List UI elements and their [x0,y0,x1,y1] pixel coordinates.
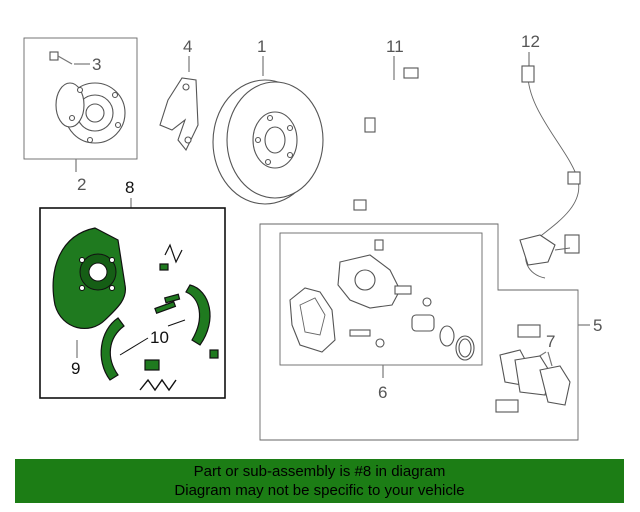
callout-3: 3 [92,55,101,74]
caliper-assembly-box [259,223,579,441]
hub-assembly[interactable] [23,37,138,160]
banner-line-1: Part or sub-assembly is #8 in diagram [193,463,446,480]
callout-1: 1 [257,37,266,56]
caliper[interactable] [289,239,475,361]
brake-pads[interactable] [495,324,571,413]
callout-9: 9 [71,359,80,378]
callout-6: 6 [378,383,387,402]
brake-hose[interactable] [353,67,419,211]
callout-10: 10 [150,328,169,347]
parts-diagram: 3 2 4 1 11 12 [23,32,602,441]
parking-brake-kit[interactable] [52,227,219,392]
info-banner: Part or sub-assembly is #8 in diagram Di… [15,459,624,503]
banner-line-2: Diagram may not be specific to your vehi… [174,482,465,499]
callout-5: 5 [593,316,602,335]
parking-brake-kit-box [39,207,226,399]
callout-11: 11 [386,37,404,56]
callout-7: 7 [546,332,555,351]
callout-4: 4 [183,37,192,56]
callout-8: 8 [125,178,134,197]
abs-sensor[interactable] [519,65,581,279]
callout-12: 12 [521,32,540,51]
brake-rotor[interactable] [212,79,324,205]
callout-2: 2 [77,175,86,194]
bracket[interactable] [159,77,199,152]
caliper-box [279,232,483,366]
